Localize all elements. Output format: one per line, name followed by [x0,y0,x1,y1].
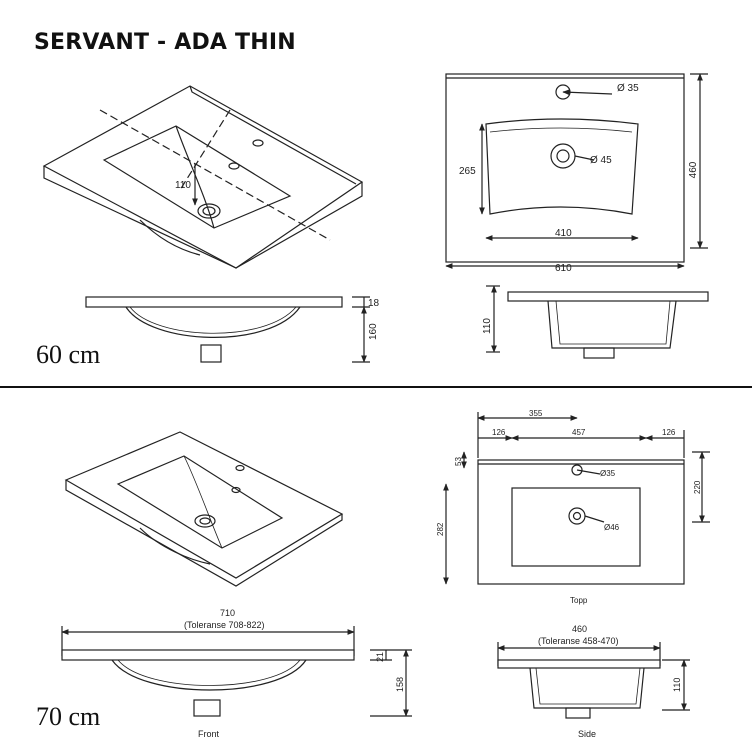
rim-label-60: 18 [368,298,380,309]
front-width-label-70: 710 [220,608,235,618]
top-view-60 [445,73,708,269]
rim-label-70: 21 [375,652,385,662]
top-view-caption-70: Topp [570,596,588,605]
height-label-60: 160 [368,323,379,340]
height-label-70: 158 [395,677,405,692]
offset-label-70: 355 [529,409,543,418]
tap-hole-label-60: Ø 35 [617,83,639,94]
side-width-label-70: 460 [572,624,587,634]
basin-width-label-60: 410 [555,228,572,239]
iso-depth-label: 110 [175,180,191,191]
basin-width-label-70: 457 [572,428,586,437]
side-view-70 [497,642,690,719]
section-divider [0,386,752,388]
side-depth-label-70: 110 [672,678,682,692]
front-view-70 [61,626,412,717]
total-depth-label-60: 460 [688,161,699,178]
iso-view-70 [64,431,344,587]
front-tolerance-label-70: (Toleranse 708-822) [184,620,265,630]
total-depth-label-70: 282 [436,522,445,536]
side-tolerance-label-70: (Toleranse 458-470) [538,636,619,646]
front-view-60 [85,296,370,363]
basin-depth-label-70: 220 [693,480,702,494]
rim-depth-label-70: 53 [454,457,463,466]
tap-hole-label-70: Ø35 [600,469,616,478]
left-margin-label-70: 126 [492,428,506,437]
front-caption-70: Front [198,729,220,739]
side-caption-70: Side [578,729,596,739]
side-depth-label-60: 110 [482,318,493,334]
drain-label-70: Ø46 [604,523,620,532]
side-view-60 [486,285,709,359]
top-view-70 [443,412,710,585]
total-width-label-60: 610 [555,263,572,274]
size-label-60: 60 cm [36,340,101,369]
page-title: SERVANT - ADA THIN [34,30,296,55]
drain-label-60: Ø 45 [590,155,612,166]
size-label-70: 70 cm [36,702,101,731]
iso-view-60 [42,85,364,269]
basin-depth-label-60: 265 [459,166,476,177]
right-margin-label-70: 126 [662,428,676,437]
